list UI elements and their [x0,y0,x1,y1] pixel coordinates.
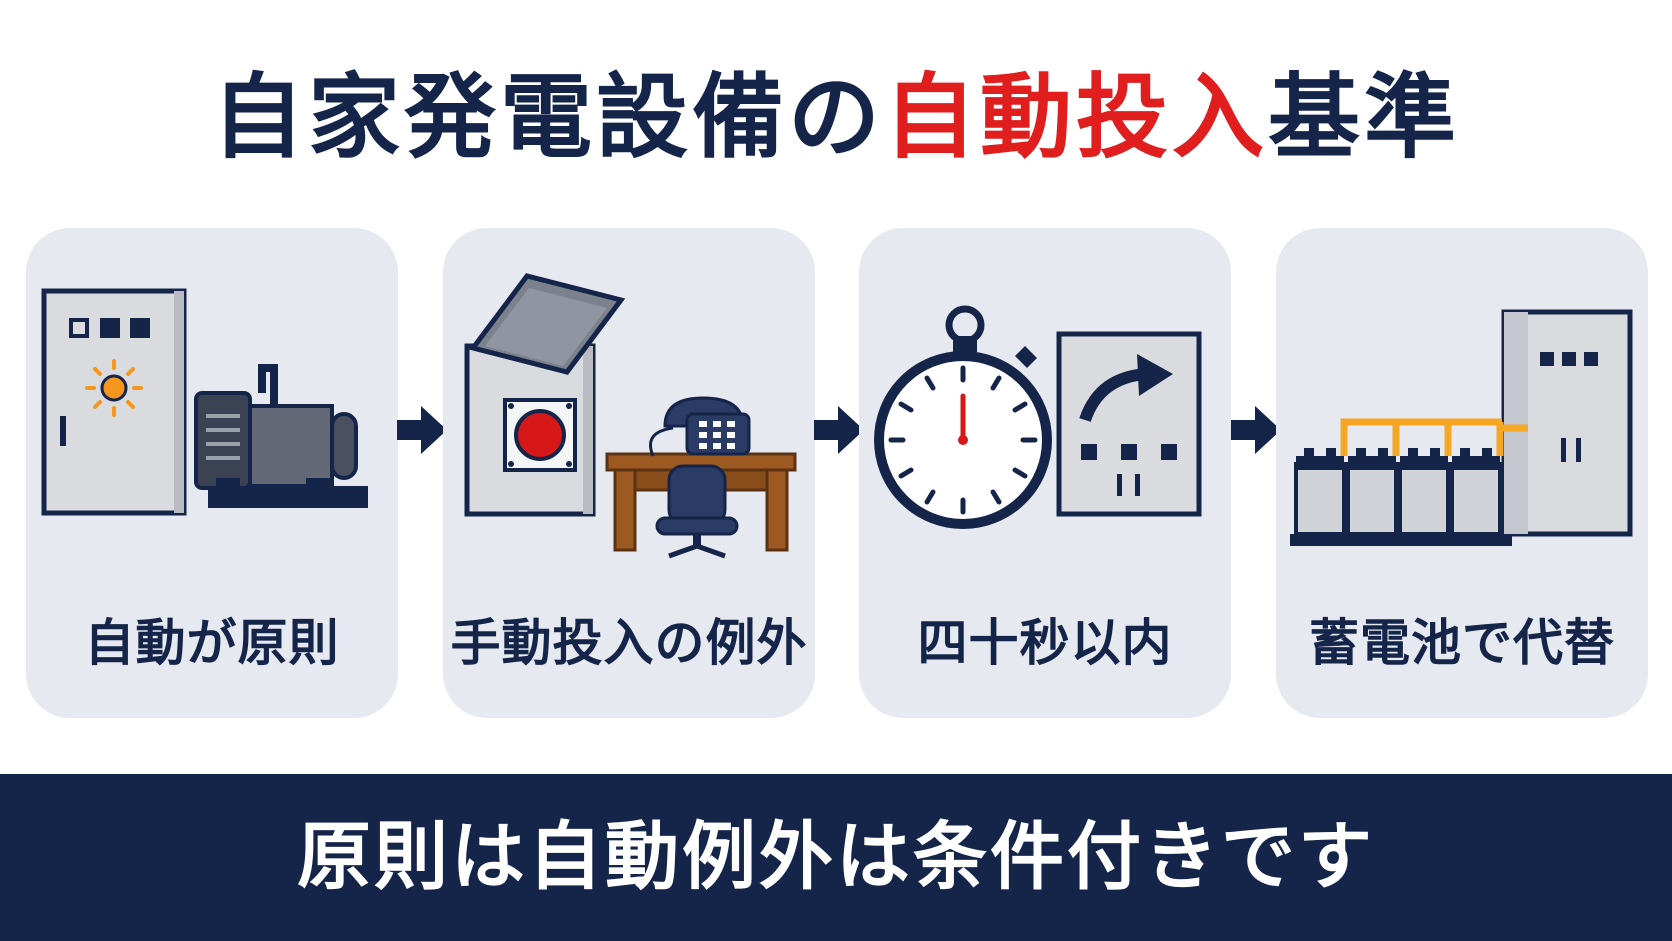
page-title: 自家発電設備の自動投入基準 [0,58,1672,178]
generator-panel-icon [41,288,368,516]
step-card-4: 蓄電池で代替 [1276,228,1648,718]
summary-banner: 原則は自動例外は条件付きです [0,774,1672,941]
step-label-3: 四十秒以内 [917,614,1173,672]
battery-bank-icon [1290,309,1633,546]
arrow-right-icon [814,406,864,454]
step-label-1: 自動が原則 [84,614,340,672]
arrow-right-icon [1231,406,1281,454]
step-card-2: 手動投入の例外 [443,228,815,718]
stopwatch-panel-icon [874,305,1202,529]
step-label-2: 手動投入の例外 [450,614,808,672]
step-card-1: 自動が原則 [26,228,398,718]
step-card-3: 四十秒以内 [859,228,1231,718]
title-part-3: 基準 [1268,64,1461,171]
manual-switch-desk-icon [464,273,797,559]
step-label-4: 蓄電池で代替 [1309,614,1615,672]
arrow-right-icon [397,406,447,454]
title-part-1: 自家発電設備の [211,64,884,171]
title-part-2-highlight: 自動投入 [883,64,1268,171]
summary-text: 原則は自動例外は条件付きです [297,814,1375,900]
